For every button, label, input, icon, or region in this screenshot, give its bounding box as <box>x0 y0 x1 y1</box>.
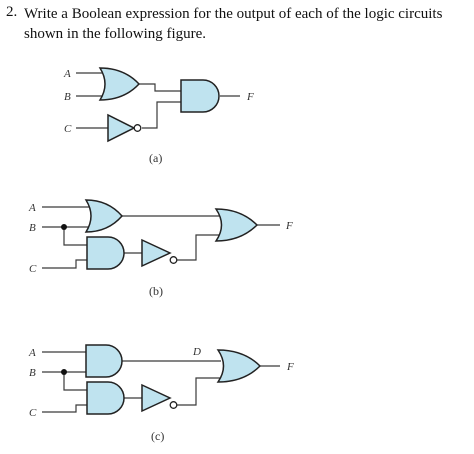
input-label-c: C <box>29 263 37 275</box>
inverter-bubble <box>133 124 142 132</box>
input-label-b: B <box>29 367 36 379</box>
circuit-a: A B C F (a) <box>63 67 254 165</box>
and-gate <box>86 236 125 270</box>
not-gate <box>141 383 172 413</box>
or-gate <box>216 349 262 383</box>
question-text: Write a Boolean expression for the outpu… <box>24 6 443 42</box>
or-gate <box>214 208 259 242</box>
input-label-c: C <box>64 123 72 135</box>
input-label-c: C <box>29 407 37 419</box>
input-label-a: A <box>63 68 71 80</box>
and-gate <box>180 79 220 113</box>
wire-label-d: D <box>192 346 201 358</box>
not-gate <box>141 238 172 268</box>
output-label-f: F <box>285 220 293 232</box>
not-gate <box>107 113 136 143</box>
caption-c: (c) <box>151 429 164 443</box>
inverter-bubble <box>169 401 178 409</box>
junction-dot <box>61 224 67 230</box>
inverter-bubble <box>169 256 178 264</box>
junction-dot <box>61 369 67 375</box>
input-label-a: A <box>28 202 36 214</box>
or-gate <box>84 199 123 233</box>
input-label-b: B <box>64 91 71 103</box>
and-gate <box>85 344 123 378</box>
circuit-c: A B C D F (c) <box>28 344 294 443</box>
input-label-a: A <box>28 347 36 359</box>
question-number: 2. <box>6 4 18 20</box>
output-label-f: F <box>286 361 294 373</box>
input-label-b: B <box>29 222 36 234</box>
caption-a: (a) <box>149 151 162 165</box>
caption-b: (b) <box>149 284 163 298</box>
output-label-f: F <box>246 91 254 103</box>
circuit-b: A B C F (b) <box>28 199 293 298</box>
and-gate <box>86 381 125 415</box>
or-gate <box>98 67 141 101</box>
